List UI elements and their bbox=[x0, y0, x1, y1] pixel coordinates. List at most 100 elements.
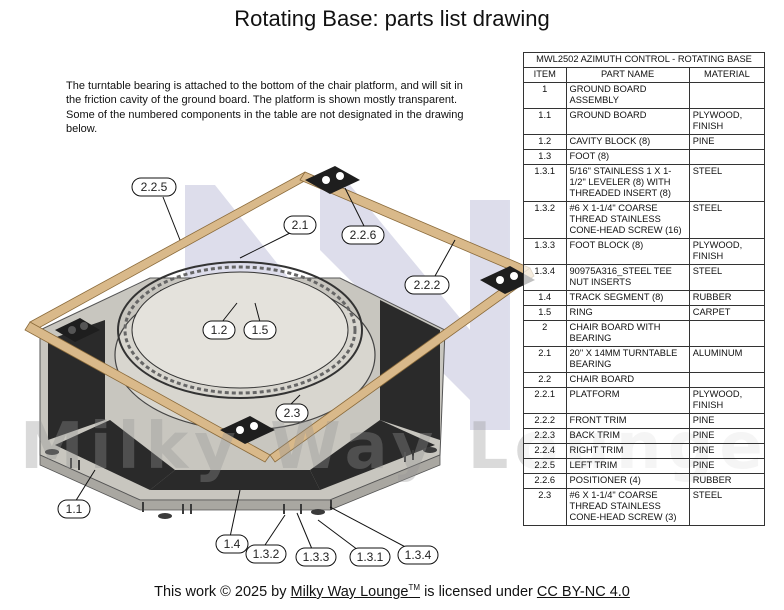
header-item: ITEM bbox=[523, 67, 567, 83]
header-material: MATERIAL bbox=[688, 67, 766, 83]
callout-label: 2.2.2 bbox=[414, 278, 441, 292]
callout-label: 1.3.4 bbox=[405, 548, 432, 562]
cell-material: PINE bbox=[688, 428, 766, 444]
callout-label: 1.3.1 bbox=[357, 550, 384, 564]
cell-material bbox=[688, 82, 766, 109]
cell-name: GROUND BOARD bbox=[565, 108, 690, 135]
table-row: 1.3.2#6 X 1-1/4" COARSE THREAD STAINLESS… bbox=[523, 201, 766, 239]
cell-item: 2.2 bbox=[523, 372, 567, 388]
callout-2.2.5: 2.2.5 bbox=[131, 177, 177, 197]
callout-label: 1.3.3 bbox=[303, 550, 330, 564]
cell-material: STEEL bbox=[688, 264, 766, 291]
callout-label: 1.2 bbox=[211, 323, 228, 337]
callouts bbox=[74, 187, 456, 554]
parts-table-title: MWL2502 AZIMUTH CONTROL - ROTATING BASE bbox=[523, 52, 765, 68]
license-link[interactable]: CC BY-NC 4.0 bbox=[536, 583, 630, 600]
cell-name: 5/16" STAINLESS 1 X 1-1/2" LEVELER (8) W… bbox=[565, 164, 690, 202]
cell-name: FOOT BLOCK (8) bbox=[565, 238, 690, 265]
cell-material: PINE bbox=[688, 134, 766, 150]
cell-item: 1.2 bbox=[523, 134, 567, 150]
callout-label: 1.3.2 bbox=[253, 547, 280, 561]
positioners bbox=[55, 166, 535, 444]
callout-1.2: 1.2 bbox=[202, 320, 236, 340]
cell-item: 1.4 bbox=[523, 290, 567, 306]
cell-item: 2.2.2 bbox=[523, 413, 567, 429]
callout-1.3.1: 1.3.1 bbox=[349, 547, 391, 567]
cell-material: PINE bbox=[688, 413, 766, 429]
callout-1.3.2: 1.3.2 bbox=[245, 544, 287, 564]
cell-item: 1 bbox=[523, 82, 567, 109]
callout-1.3.3: 1.3.3 bbox=[295, 547, 337, 567]
cell-item: 2.2.4 bbox=[523, 443, 567, 459]
callout-1.4: 1.4 bbox=[215, 534, 249, 554]
cell-name: #6 X 1-1/4" COARSE THREAD STAINLESS CONE… bbox=[565, 201, 690, 239]
author-link[interactable]: Milky Way LoungeTM bbox=[290, 583, 421, 600]
trim-frame bbox=[24, 171, 535, 463]
cell-name: GROUND BOARD ASSEMBLY bbox=[565, 82, 690, 109]
cell-material: RUBBER bbox=[688, 290, 766, 306]
cell-item: 2.1 bbox=[523, 346, 567, 373]
cell-item: 1.3 bbox=[523, 149, 567, 165]
license-footer: This work © 2025 by Milky Way LoungeTM i… bbox=[0, 583, 784, 600]
cell-material: STEEL bbox=[688, 488, 766, 526]
cell-name: #6 X 1-1/4" COARSE THREAD STAINLESS CONE… bbox=[565, 488, 690, 526]
cell-item: 1.3.4 bbox=[523, 264, 567, 291]
callout-1.1: 1.1 bbox=[57, 499, 91, 519]
callout-label: 1.5 bbox=[252, 323, 269, 337]
callout-label: 2.1 bbox=[292, 218, 309, 232]
cell-material: RUBBER bbox=[688, 473, 766, 489]
cell-item: 2.2.1 bbox=[523, 387, 567, 414]
callout-1.5: 1.5 bbox=[243, 320, 277, 340]
cell-item: 2.3 bbox=[523, 488, 567, 526]
callout-2.3: 2.3 bbox=[275, 403, 309, 423]
cell-name: CHAIR BOARD WITH BEARING bbox=[565, 320, 690, 347]
description-text: The turntable bearing is attached to the… bbox=[66, 80, 464, 135]
callout-2.2.6: 2.2.6 bbox=[341, 225, 385, 245]
cell-material bbox=[688, 149, 766, 165]
cell-material: ALUMINUM bbox=[688, 346, 766, 373]
table-row: 2.3#6 X 1-1/4" COARSE THREAD STAINLESS C… bbox=[523, 488, 766, 526]
assembly-drawing: 2.2.5 2.1 2.2.6 2.2.2 1.2 1.5 2.3 1.1 1.… bbox=[24, 166, 535, 567]
cell-material: PLYWOOD, FINISH bbox=[688, 108, 766, 135]
cell-material bbox=[688, 372, 766, 388]
cell-item: 1.1 bbox=[523, 108, 567, 135]
cell-name: CAVITY BLOCK (8) bbox=[565, 134, 690, 150]
cell-name: FOOT (8) bbox=[565, 149, 690, 165]
page-title: Rotating Base: parts list drawing bbox=[234, 6, 550, 31]
cell-name: 20" X 14MM TURNTABLE BEARING bbox=[565, 346, 690, 373]
cell-name: 90975A316_STEEL TEE NUT INSERTS bbox=[565, 264, 690, 291]
cell-material: CARPET bbox=[688, 305, 766, 321]
cell-name: BACK TRIM bbox=[565, 428, 690, 444]
callout-label: 2.2.6 bbox=[350, 228, 377, 242]
cell-name: PLATFORM bbox=[565, 387, 690, 414]
parts-table: MWL2502 AZIMUTH CONTROL - ROTATING BASE … bbox=[523, 52, 766, 526]
cell-material: PLYWOOD, FINISH bbox=[688, 238, 766, 265]
footer-middle: is licensed under bbox=[424, 583, 533, 600]
header-part-name: PART NAME bbox=[565, 67, 690, 83]
feet bbox=[45, 447, 437, 519]
cell-name: LEFT TRIM bbox=[565, 458, 690, 474]
callout-label: 2.3 bbox=[284, 406, 301, 420]
callout-2.2.2: 2.2.2 bbox=[404, 275, 450, 295]
cell-item: 1.5 bbox=[523, 305, 567, 321]
cell-item: 2 bbox=[523, 320, 567, 347]
callout-label: 2.2.5 bbox=[141, 180, 168, 194]
cell-item: 2.2.3 bbox=[523, 428, 567, 444]
cell-item: 1.3.1 bbox=[523, 164, 567, 202]
